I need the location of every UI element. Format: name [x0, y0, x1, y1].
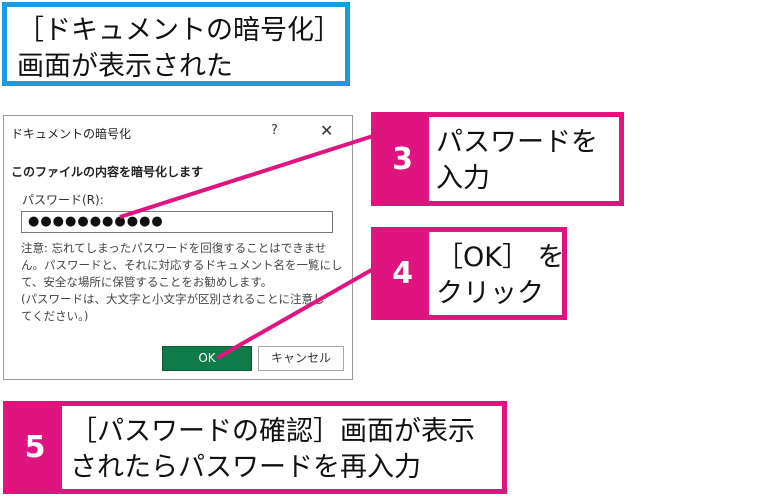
callout-text-4: ［OK］ を クリック — [436, 240, 565, 312]
step-number-4: 4 — [376, 232, 429, 315]
step-number-3: 3 — [376, 117, 429, 201]
dialog-title: ドキュメントの暗号化 — [11, 127, 132, 141]
note-line: ん。パスワードと、それに対応するドキュメント名を一覧にし — [21, 258, 343, 272]
callout-4-line-2: クリック — [436, 278, 544, 309]
note-line: (パスワードは、大文字と小文字が区別されることに注意し — [21, 292, 325, 306]
password-label: パスワード(R): — [22, 193, 104, 207]
caption-line-1: ［ドキュメントの暗号化］ — [17, 15, 341, 46]
step-number-5: 5 — [8, 406, 62, 489]
cancel-button[interactable]: キャンセル — [258, 346, 344, 371]
note-line: てください。) — [21, 309, 89, 323]
callout-4-line-1: ［OK］ を — [436, 242, 565, 273]
ok-button[interactable]: OK — [162, 346, 252, 371]
callout-step-4: 4 ［OK］ を クリック — [371, 227, 567, 320]
callout-5-line-1: ［パスワードの確認］画面が表示 — [70, 416, 475, 447]
callout-text-3: パスワードを 入力 — [436, 125, 598, 197]
callout-step-3: 3 パスワードを 入力 — [371, 112, 624, 206]
note-line: て、安全な場所に保管することをお勧めします。 — [21, 275, 273, 289]
leader-line-step3 — [119, 134, 374, 219]
callout-3-line-1: パスワードを — [436, 127, 598, 158]
caption-line-2: 画面が表示された — [17, 51, 233, 82]
dialog-heading: このファイルの内容を暗号化します — [11, 165, 204, 179]
close-icon[interactable]: ✕ — [320, 121, 334, 140]
callout-3-line-2: 入力 — [436, 163, 490, 194]
leader-line-step4 — [216, 266, 376, 360]
callout-5-line-2: されたらパスワードを再入力 — [70, 452, 421, 483]
callout-text-5: ［パスワードの確認］画面が表示 されたらパスワードを再入力 — [70, 414, 475, 486]
password-input[interactable]: ●●●●●●●●●●● — [21, 211, 333, 233]
note-line: 注意: 忘れてしまったパスワードを回復することはできませ — [21, 241, 327, 255]
screen-caption: ［ドキュメントの暗号化］ 画面が表示された — [2, 2, 350, 86]
callout-step-5: 5 ［パスワードの確認］画面が表示 されたらパスワードを再入力 — [3, 401, 507, 494]
warning-note: 注意: 忘れてしまったパスワードを回復することはできませ ん。パスワードと、それ… — [21, 240, 343, 325]
help-button[interactable]: ? — [271, 123, 278, 138]
